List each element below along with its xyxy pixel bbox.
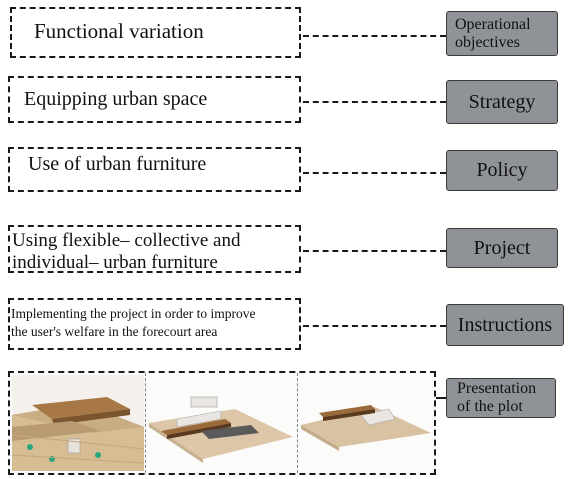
label-presentation-of-the-plot: Presentation of the plot xyxy=(446,378,556,418)
label-strategy: Strategy xyxy=(446,80,558,124)
box-implementing-project: Implementing the project in order to imp… xyxy=(8,298,301,350)
label-text: Project xyxy=(473,236,531,259)
box-using-flexible-furniture: Using flexible– collective and individua… xyxy=(8,225,301,273)
label-text: Policy xyxy=(476,159,528,181)
label-text: Instructions xyxy=(457,313,553,336)
box-text-line-2: individual– urban furniture xyxy=(12,252,218,273)
panel-divider xyxy=(297,373,298,473)
render-panel-3 xyxy=(299,375,432,471)
connector-line xyxy=(303,101,446,103)
box-text-line-1: Using flexible– collective and xyxy=(12,230,241,251)
connector-line xyxy=(436,397,446,399)
box-text-line-2: the user's welfare in the forecourt area xyxy=(11,324,218,339)
label-line-2: of the plot xyxy=(457,398,523,415)
panel-divider xyxy=(145,373,146,473)
render-panel-2 xyxy=(147,375,295,471)
box-equipping-urban-space: Equipping urban space xyxy=(8,76,301,123)
box-functional-variation: Functional variation xyxy=(10,7,301,58)
box-text-line-1: Implementing the project in order to imp… xyxy=(11,306,256,321)
box-text: Equipping urban space xyxy=(24,88,208,110)
label-policy: Policy xyxy=(446,150,558,191)
render-image-3 xyxy=(299,375,432,471)
box-text: Use of urban furniture xyxy=(28,153,207,175)
label-instructions: Instructions xyxy=(446,304,564,346)
label-text: Strategy xyxy=(468,90,536,113)
label-operational-objectives: Operational objectives xyxy=(446,11,558,56)
box-text: Functional variation xyxy=(34,19,204,43)
label-line-1: Operational xyxy=(455,15,531,33)
label-project: Project xyxy=(446,228,558,268)
connector-line xyxy=(303,172,446,174)
connector-line xyxy=(303,250,446,252)
render-image-1 xyxy=(12,375,144,471)
plot-image-strip xyxy=(8,371,436,475)
render-panel-1 xyxy=(12,375,144,471)
connector-line xyxy=(303,325,446,327)
connector-line xyxy=(303,35,446,37)
render-image-2 xyxy=(147,375,295,471)
label-line-1: Presentation xyxy=(457,380,537,397)
label-line-2: objectives xyxy=(455,33,520,51)
box-use-of-urban-furniture: Use of urban furniture xyxy=(8,147,301,192)
